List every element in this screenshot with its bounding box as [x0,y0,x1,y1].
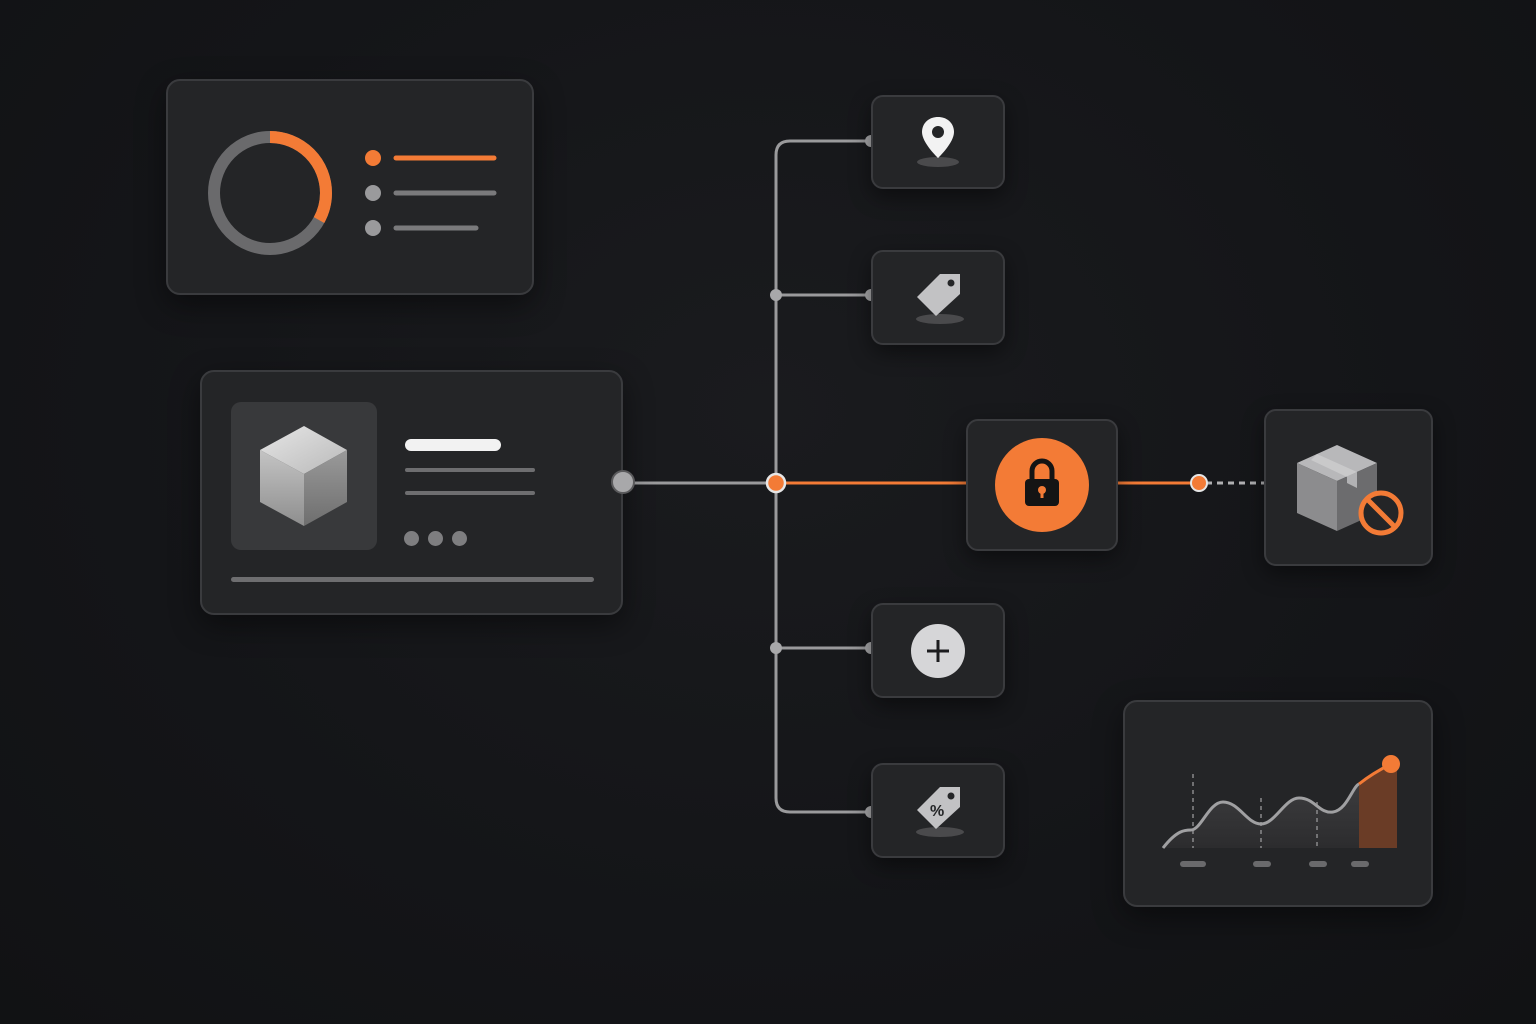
donut-chart [208,131,497,255]
cube-icon [260,426,347,526]
accent-junction-dot [765,472,787,494]
product-text-line [405,468,535,472]
legend-dot [365,185,381,201]
trend-line-icon [1161,755,1400,867]
location-node[interactable] [871,95,1005,189]
product-output-port[interactable] [611,470,635,494]
lock-icon [995,438,1089,532]
discount-tag-glyph: % [930,803,944,820]
trunk-line [774,139,871,814]
junction-dot [770,289,782,301]
product-image [231,402,377,550]
product-text-line [405,491,535,495]
package-blocked-icon [1296,444,1403,535]
lock-node[interactable] [966,419,1118,551]
trend-endpoint-dot [1382,755,1400,773]
add-node[interactable] [871,603,1005,698]
legend-dot-active [365,150,381,166]
product-title-bar [405,439,501,451]
location-pin-icon [917,117,959,167]
product-footer-bar [231,577,594,582]
add-circle-icon [911,623,965,678]
donut-progress-arc [208,131,332,255]
pagination-dot[interactable] [452,531,467,546]
trend-area [1163,784,1359,848]
blocked-package-node[interactable] [1264,409,1433,566]
pagination-dot[interactable] [404,531,419,546]
pagination-dot[interactable] [428,531,443,546]
price-tag-icon [916,273,964,324]
accent-end-dot [1190,474,1208,492]
product-card[interactable] [200,370,635,615]
discount-tag-icon: % [916,786,964,837]
trend-highlight-area [1359,764,1397,848]
trend-card[interactable] [1123,700,1433,907]
discount-tag-node[interactable]: % [871,763,1005,858]
status-card[interactable] [166,79,534,295]
junction-dot [770,642,782,654]
pagination-dots[interactable] [404,531,467,546]
legend-dot [365,220,381,236]
trend-line [1161,782,1360,849]
price-tag-node[interactable] [871,250,1005,345]
